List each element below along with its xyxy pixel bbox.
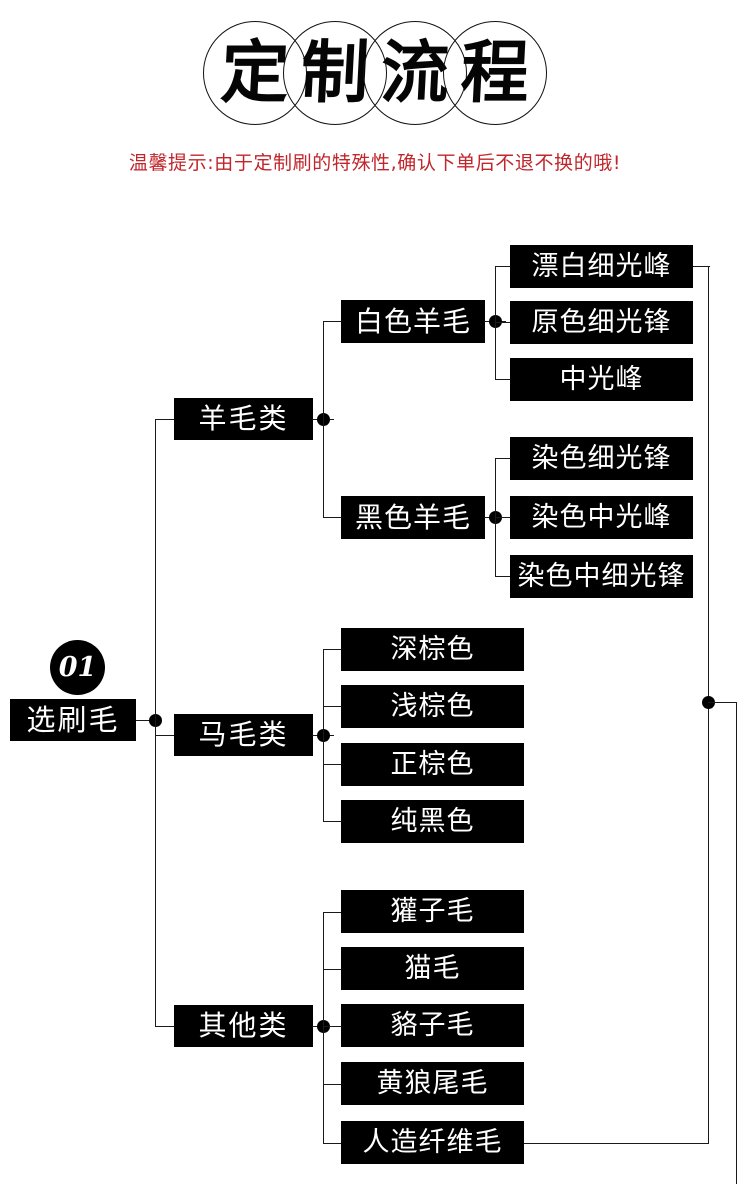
- return-connector-top: [693, 266, 710, 267]
- subgroup-node-black-wool[interactable]: 黑色羊毛: [341, 496, 485, 539]
- connector-other-leaf-4: [323, 1084, 342, 1085]
- connector-white-leaf-1: [495, 266, 512, 267]
- leaf-node-medium-peak[interactable]: 中光峰: [510, 358, 693, 401]
- connector-other-leaf-5: [323, 1143, 342, 1144]
- subgroup-node-white-wool[interactable]: 白色羊毛: [341, 300, 485, 343]
- connector-horse-leaf-3: [323, 764, 342, 765]
- step-number-badge: 01: [50, 640, 105, 695]
- leaf-node-synthetic-fiber[interactable]: 人造纤维毛: [341, 1121, 524, 1164]
- leaf-node-light-brown[interactable]: 浅棕色: [341, 685, 524, 728]
- leaf-node-raccoon-hair[interactable]: 貉子毛: [341, 1004, 524, 1047]
- connector-trunk1-to-white-wool: [323, 321, 343, 322]
- title-char-3: 流: [378, 33, 452, 113]
- branch-node-horsehair[interactable]: 马毛类: [174, 714, 313, 756]
- leaf-node-dark-brown[interactable]: 深棕色: [341, 628, 524, 671]
- connector-black-leaf-2: [495, 517, 512, 518]
- connector-horse-leaf-2: [323, 706, 342, 707]
- warning-subtitle: 温馨提示:由于定制刷的特殊性,确认下单后不退不换的哦!: [128, 152, 622, 174]
- leaf-node-dyed-medium-fine[interactable]: 染色中细光锋: [510, 555, 693, 598]
- branch-node-other[interactable]: 其他类: [174, 1005, 313, 1047]
- next-step-connector: [708, 702, 737, 703]
- trunk-branch-2: [323, 649, 324, 821]
- leaf-node-bleached-fine[interactable]: 漂白细光峰: [510, 245, 693, 288]
- title-char-circle-4: 程: [443, 21, 547, 125]
- trunk-branch-1: [323, 321, 324, 517]
- connector-black-leaf-3: [495, 576, 512, 577]
- leaf-node-weasel-tail-hair[interactable]: 黄狼尾毛: [341, 1062, 524, 1105]
- leaf-node-pure-black[interactable]: 纯黑色: [341, 800, 524, 843]
- title-char-2: 制: [298, 33, 372, 113]
- title-char-4: 程: [458, 33, 532, 113]
- next-step-trunk: [736, 702, 737, 1184]
- connector-white-leaf-3: [495, 379, 512, 380]
- connector-trunk-to-branch-1: [155, 419, 175, 420]
- connector-other-leaf-3: [323, 1026, 342, 1027]
- leaf-node-true-brown[interactable]: 正棕色: [341, 743, 524, 786]
- connector-other-leaf-1: [323, 912, 342, 913]
- return-connector-bottom: [524, 1143, 709, 1144]
- leaf-node-cat-hair[interactable]: 猫毛: [341, 947, 524, 990]
- root-node-select-bristle[interactable]: 选刷毛: [10, 699, 136, 741]
- connector-trunk1-to-black-wool: [323, 517, 343, 518]
- connector-trunk-to-branch-3: [155, 1026, 175, 1027]
- leaf-node-dyed-fine[interactable]: 染色细光锋: [510, 437, 693, 480]
- connector-horse-leaf-4: [323, 821, 342, 822]
- page-title: 定 制 流 程: [0, 18, 750, 128]
- leaf-node-badger-hair[interactable]: 獾子毛: [341, 890, 524, 933]
- trunk-branch-3: [323, 912, 324, 1143]
- branch-node-wool[interactable]: 羊毛类: [174, 398, 313, 440]
- connector-black-leaf-1: [495, 458, 512, 459]
- leaf-node-natural-fine[interactable]: 原色细光锋: [510, 301, 693, 344]
- connector-root-to-trunk: [136, 720, 161, 721]
- connector-white-leaf-2: [495, 322, 512, 323]
- leaf-node-dyed-medium[interactable]: 染色中光峰: [510, 496, 693, 539]
- connector-horse-leaf-1: [323, 649, 342, 650]
- connector-trunk-to-branch-2: [155, 735, 175, 736]
- title-char-1: 定: [218, 33, 292, 113]
- connector-other-leaf-2: [323, 969, 342, 970]
- trunk-main: [155, 419, 156, 1027]
